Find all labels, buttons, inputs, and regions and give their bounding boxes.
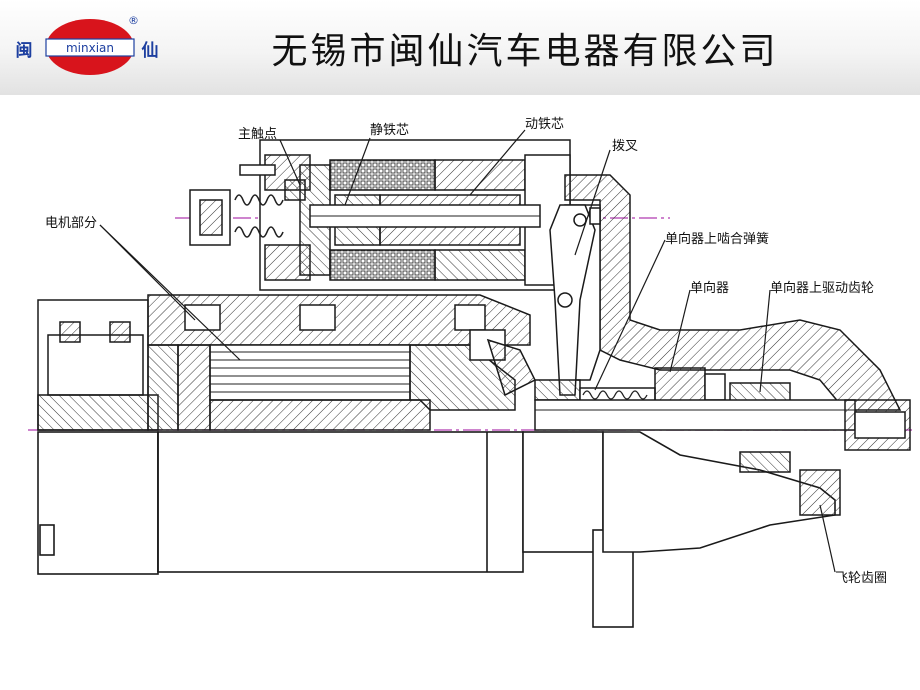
flywheel-ring-section xyxy=(799,469,841,516)
logo-left-char: 闽 xyxy=(16,40,33,61)
solenoid-assembly xyxy=(189,139,571,291)
starter-cross-section-diagram: 主触点 静铁芯 动铁芯 拨叉 电机部分 单向器上啮合弹簧 单向器 单向器上驱动齿… xyxy=(28,117,912,628)
motor-housing xyxy=(37,431,836,628)
label-one-way-clutch: 单向器 xyxy=(690,280,729,296)
logo-registered-mark: ® xyxy=(128,14,139,27)
motor-upper-section xyxy=(37,294,537,431)
logo-band xyxy=(45,38,135,57)
shift-fork-and-nose-housing xyxy=(549,174,902,411)
coil-lower xyxy=(329,249,436,281)
label-motor-part: 电机部分 xyxy=(45,216,97,231)
label-clutch-spring: 单向器上啮合弹簧 xyxy=(665,231,769,247)
logo-right-char: 仙 xyxy=(142,40,159,61)
label-shift-fork: 拨叉 xyxy=(612,139,638,154)
label-moving-core: 动铁芯 xyxy=(525,117,564,132)
header-bar: minxian 闽 仙 ® 无锡市闽仙汽车电器有限公司 xyxy=(0,0,920,95)
drive-shaft-clutch xyxy=(534,367,911,516)
label-main-contact: 主触点 xyxy=(238,127,277,142)
company-logo: minxian 闽 仙 ® xyxy=(16,14,159,75)
logo-center-text: minxian xyxy=(66,41,114,55)
label-drive-gear: 单向器上驱动齿轮 xyxy=(770,280,874,296)
leader-lines xyxy=(99,129,836,573)
label-flywheel-ring: 飞轮齿圈 xyxy=(835,571,887,586)
page-title: 无锡市闽仙汽车电器有限公司 xyxy=(271,31,779,72)
coil-upper xyxy=(329,159,436,191)
label-static-core: 静铁芯 xyxy=(370,123,409,138)
